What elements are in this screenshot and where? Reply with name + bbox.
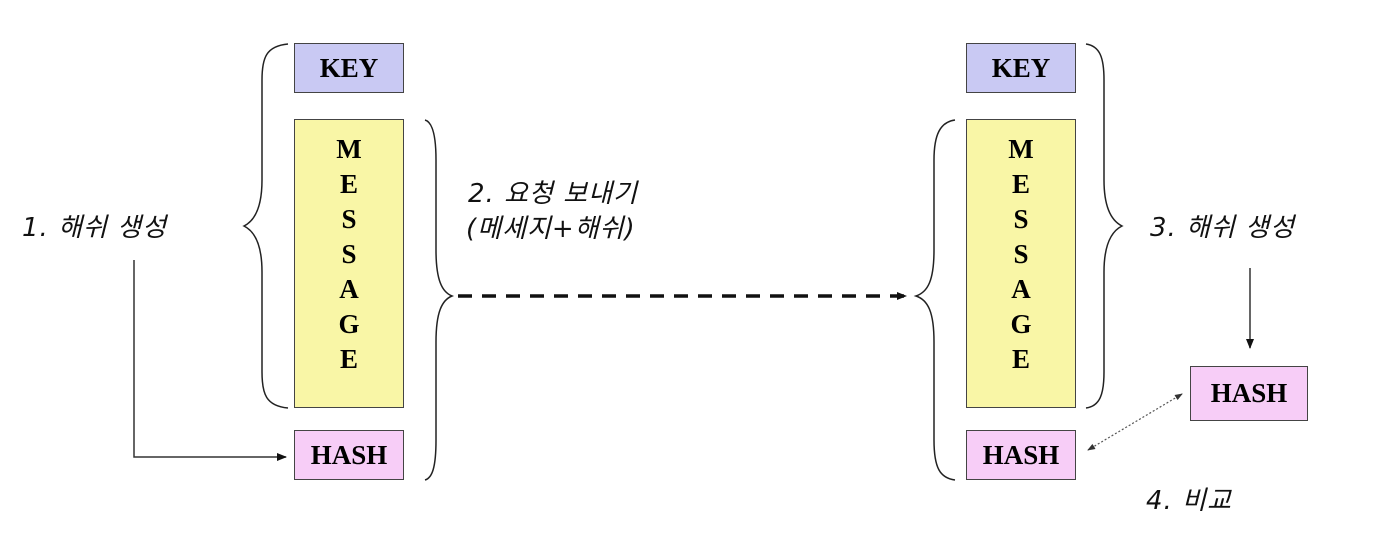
message-letter: S xyxy=(1013,239,1029,269)
step4-label: 4. 비교 xyxy=(1146,486,1232,516)
sender-hash-box: HASH xyxy=(294,430,404,480)
message-letter: S xyxy=(341,204,357,234)
receiver-message-box: M E S S A G E xyxy=(966,119,1076,408)
message-letter: E xyxy=(339,344,358,374)
message-letter: M xyxy=(1008,134,1034,164)
receiver-message-hash-brace xyxy=(913,119,956,481)
message-letter: A xyxy=(339,274,359,304)
message-letter: E xyxy=(1011,344,1030,374)
message-letter: G xyxy=(338,309,360,339)
computed-hash-label: HASH xyxy=(1210,378,1288,408)
sender-message-hash-brace xyxy=(424,119,455,481)
transfer-label-line1: 2. 요청 보내기 xyxy=(468,179,638,209)
message-letter: G xyxy=(1010,309,1032,339)
message-letter: S xyxy=(341,239,357,269)
receiver-hash-box: HASH xyxy=(966,430,1076,480)
receiver-key-message-brace xyxy=(1085,43,1124,409)
receiver-key-box: KEY xyxy=(966,43,1076,93)
message-letter: E xyxy=(339,169,358,199)
compare-arrow xyxy=(1087,393,1183,451)
receiver-hash-label: HASH xyxy=(982,439,1060,470)
computed-hash-box: HASH xyxy=(1190,366,1308,421)
message-letter: A xyxy=(1011,274,1031,304)
sender-message-box: M E S S A G E xyxy=(294,119,404,408)
message-letter: E xyxy=(1011,169,1030,199)
step1-label: 1. 해쉬 생성 xyxy=(22,213,168,243)
message-letter: M xyxy=(336,134,362,164)
sender-key-box: KEY xyxy=(294,43,404,93)
sender-hash-label: HASH xyxy=(310,439,388,470)
step3-label: 3. 해쉬 생성 xyxy=(1150,213,1296,243)
sender-key-message-brace xyxy=(242,43,289,409)
transfer-label-line2: (메세지+해쉬) xyxy=(466,214,636,244)
step1-arrow xyxy=(133,260,287,461)
sender-key-label: KEY xyxy=(319,52,379,83)
receiver-key-label: KEY xyxy=(991,52,1051,83)
message-letter: S xyxy=(1013,204,1029,234)
